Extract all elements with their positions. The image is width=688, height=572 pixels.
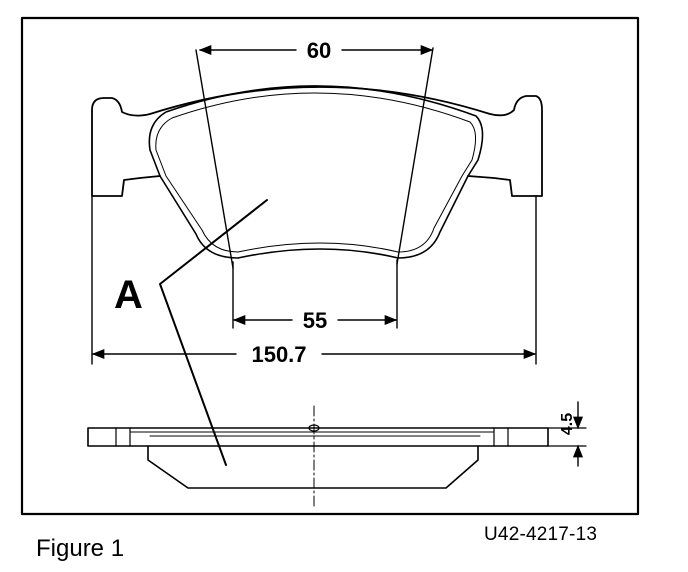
figure-caption: Figure 1	[36, 535, 125, 562]
dimension-inner-width: 55	[232, 308, 398, 333]
friction-lining-inner	[155, 92, 476, 253]
side-friction-block	[147, 445, 479, 489]
dimension-inner-width-label: 55	[303, 308, 327, 333]
pad-top-view	[91, 85, 543, 259]
diagram-frame	[20, 16, 640, 516]
side-backing-plate	[87, 427, 549, 447]
pad-side-view	[87, 405, 549, 507]
callout-a-leader	[159, 199, 268, 466]
backing-plate-outline	[91, 86, 543, 197]
dimension-thickness-label: 4.5	[559, 413, 576, 435]
callout-a-label: A	[114, 273, 143, 317]
dimension-top-width-label: 60	[307, 38, 331, 63]
friction-lining-outline	[148, 85, 484, 259]
dimension-top-width: 60	[198, 38, 434, 63]
callout-a: A	[114, 199, 268, 466]
dimension-overall-width: 150.7	[91, 342, 537, 367]
drawing-code: U42-4217-13	[484, 524, 598, 545]
dimension-overall-width-label: 150.7	[251, 342, 306, 367]
dimension-thickness: 4.5	[547, 401, 587, 467]
